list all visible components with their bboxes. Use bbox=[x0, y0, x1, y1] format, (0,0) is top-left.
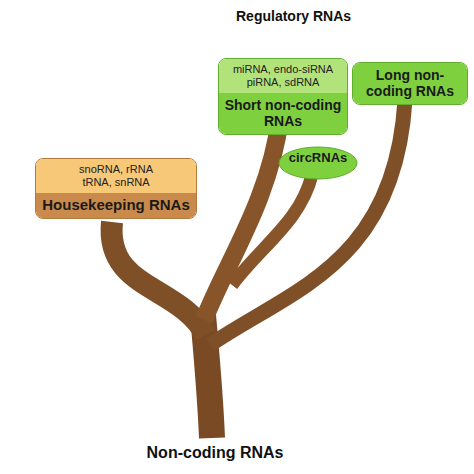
group-label: Regulatory RNAs bbox=[236, 8, 351, 24]
tree-branch bbox=[232, 175, 312, 285]
box-section: Long non-coding RNAs bbox=[353, 63, 467, 104]
member-list: miRNA, endo-siRNA piRNA, sdRNA bbox=[228, 63, 338, 89]
ellipse-node: circRNAs bbox=[278, 146, 358, 180]
member-list: snoRNA, rRNA tRNA, snRNA bbox=[68, 163, 164, 189]
category-box: miRNA, endo-siRNA piRNA, sdRNA Short non-… bbox=[218, 58, 348, 135]
tree-branch bbox=[204, 118, 280, 320]
category-title: Short non-coding RNAs bbox=[225, 97, 342, 129]
box-section: Housekeeping RNAs bbox=[36, 193, 196, 218]
group-label: Non-coding RNAs bbox=[147, 444, 284, 462]
node-label: circRNAs bbox=[278, 146, 358, 171]
category-title: Housekeeping RNAs bbox=[42, 196, 190, 213]
ellipse-shape bbox=[279, 147, 357, 179]
box-section: Short non-coding RNAs bbox=[219, 93, 347, 134]
tree-branch bbox=[112, 222, 206, 335]
box-section: snoRNA, rRNA tRNA, snRNA bbox=[36, 159, 196, 193]
category-box: Long non-coding RNAs bbox=[352, 62, 468, 105]
category-box: snoRNA, rRNA tRNA, snRNA Housekeeping RNA… bbox=[35, 158, 197, 219]
box-section: miRNA, endo-siRNA piRNA, sdRNA bbox=[219, 59, 347, 93]
category-title: Long non-coding RNAs bbox=[366, 67, 454, 99]
tree-branch bbox=[210, 100, 405, 345]
